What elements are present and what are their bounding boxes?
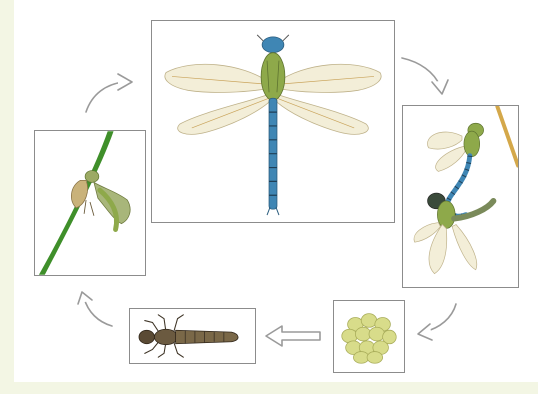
mating-dragonflies-icon bbox=[403, 106, 518, 287]
nymph-stage-panel bbox=[129, 308, 256, 364]
arrow-mating-to-eggs-icon bbox=[418, 304, 456, 340]
mating-stage-panel bbox=[402, 105, 519, 288]
background-strip-bottom bbox=[0, 382, 538, 394]
eggs-stage-panel bbox=[333, 300, 405, 373]
emerging-dragonfly-on-reed-icon bbox=[35, 131, 145, 275]
egg-cluster-icon bbox=[334, 301, 404, 372]
arrow-emergence-to-adult-icon bbox=[86, 74, 132, 112]
background-strip-left bbox=[0, 0, 14, 394]
arrow-adult-to-mating-icon bbox=[402, 58, 448, 94]
arrow-nymph-to-emergence-icon bbox=[78, 292, 112, 326]
adult-stage-panel bbox=[151, 20, 395, 223]
arrow-eggs-to-nymph-icon bbox=[266, 326, 320, 346]
nymph-larva-icon bbox=[130, 309, 255, 363]
emergence-stage-panel bbox=[34, 130, 146, 276]
adult-dragonfly-icon bbox=[152, 21, 394, 222]
